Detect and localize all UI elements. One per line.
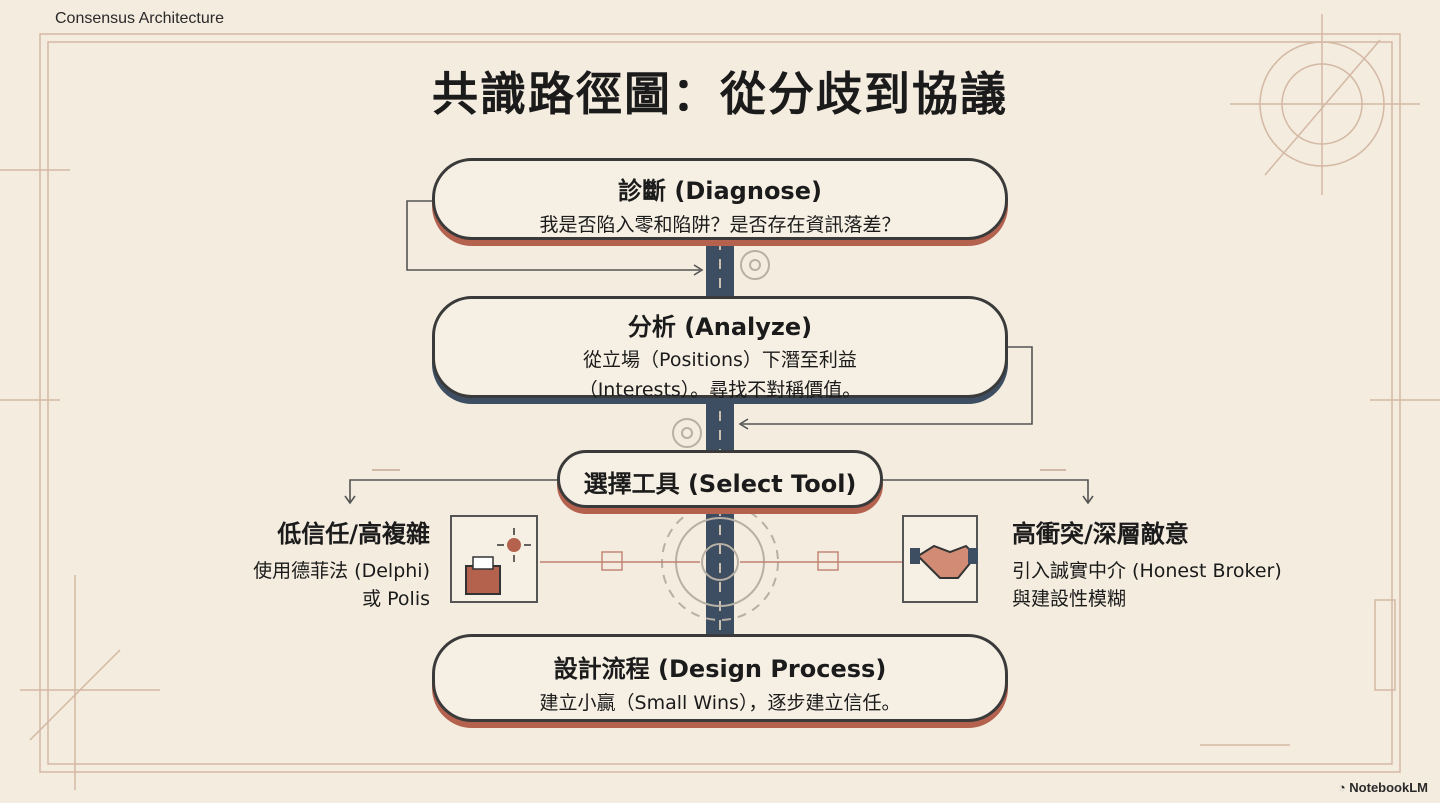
branch-text-line1: 使用德菲法 (Delphi) [253, 560, 430, 582]
step-design-process: 設計流程 (Design Process) 建立小贏（Small Wins），逐… [432, 634, 1008, 722]
corner-compass-drawing [1230, 14, 1420, 195]
branch-text-line2: 或 Polis [362, 588, 430, 610]
branch-low-trust: 低信任/高複雜 使用德菲法 (Delphi) 或 Polis [200, 514, 430, 613]
step-select-tool: 選擇工具 (Select Tool) [557, 450, 883, 508]
notebooklm-watermark: ◔ NotebookLM [1338, 780, 1428, 795]
footer-label: NotebookLM [1349, 780, 1428, 795]
step-heading: 選擇工具 (Select Tool) [583, 470, 857, 498]
step-heading: 設計流程 (Design Process) [553, 655, 887, 683]
brand-label: Consensus Architecture [55, 10, 224, 27]
branch-text-line1: 引入誠實中介 (Honest Broker) [1012, 560, 1282, 582]
step-text-line2: （Interests）。尋找不對稱價值。 [578, 379, 862, 401]
branch-heading: 高衝突/深層敵意 [1012, 520, 1189, 548]
step-text-line1: 從立場（Positions）下潛至利益 [583, 349, 857, 371]
notebooklm-logo-icon: ◔ [1337, 780, 1350, 795]
ballot-box-icon [450, 515, 538, 603]
step-text: 我是否陷入零和陷阱？是否存在資訊落差？ [539, 214, 901, 236]
flow-arrows [344, 200, 1094, 505]
blueprint-frame [0, 33, 1440, 790]
handshake-icon [902, 515, 978, 603]
step-heading: 分析 (Analyze) [627, 313, 813, 341]
branch-heading: 低信任/高複雜 [277, 520, 430, 548]
branch-high-conflict: 高衝突/深層敵意 引入誠實中介 (Honest Broker) 與建設性模糊 [1012, 514, 1342, 613]
step-text: 建立小贏（Small Wins），逐步建立信任。 [539, 692, 901, 714]
connector-lines [540, 551, 905, 571]
step-diagnose: 診斷 (Diagnose) 我是否陷入零和陷阱？是否存在資訊落差？ [432, 158, 1008, 240]
branch-text-line2: 與建設性模糊 [1012, 588, 1127, 610]
step-analyze: 分析 (Analyze) 從立場（Positions）下潛至利益 （Intere… [432, 296, 1008, 401]
page-title: 共識路徑圖：從分歧到協議 [432, 67, 1008, 121]
step-heading: 診斷 (Diagnose) [618, 177, 822, 205]
